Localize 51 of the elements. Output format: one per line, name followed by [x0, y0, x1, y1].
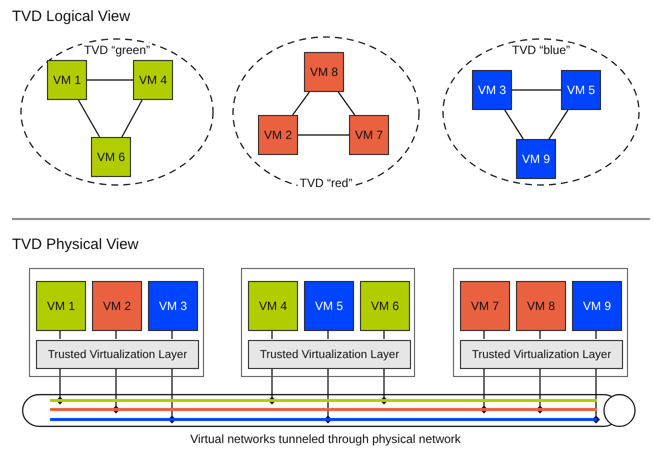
connector-line [168, 368, 176, 424]
vm-box: VM 3 [472, 70, 512, 110]
vm-box: VM 6 [91, 137, 131, 177]
host-box [453, 268, 628, 377]
connector-line [292, 92, 310, 116]
network-line [50, 399, 597, 402]
virtualization-layer-box: Trusted Virtualization Layer [248, 340, 411, 369]
vm-box: VM 8 [516, 281, 566, 331]
network-line [50, 408, 597, 411]
vm-box: VM 2 [258, 115, 298, 155]
vm-box: VM 1 [47, 60, 87, 100]
connector-line [512, 89, 561, 91]
connector-line [87, 79, 133, 81]
group-label: TVD “blue” [510, 43, 572, 57]
connector-line [504, 110, 524, 140]
vm-box: VM 5 [561, 70, 601, 110]
connector-line [112, 368, 120, 414]
vm-box: VM 9 [572, 281, 622, 331]
vm-box: VM 7 [349, 115, 389, 155]
vm-box: VM 8 [304, 52, 344, 92]
vm-box: VM 2 [92, 281, 142, 331]
virtualization-layer-box: Trusted Virtualization Layer [36, 340, 199, 369]
vm-box: VM 3 [148, 281, 198, 331]
host-box [241, 268, 415, 377]
vm-box: VM 9 [516, 139, 556, 179]
pipe-label: Virtual networks tunneled through physical network [188, 432, 463, 446]
network-line [50, 418, 597, 421]
connector-line [78, 100, 100, 138]
section-title: TVD Physical View [12, 236, 138, 253]
virtualization-layer-box: Trusted Virtualization Layer [460, 340, 623, 369]
connector-line [298, 134, 349, 136]
vm-box: VM 1 [36, 281, 86, 331]
connector-line [338, 92, 356, 116]
host-box [29, 268, 204, 377]
vm-box: VM 4 [133, 60, 173, 100]
connector-line [324, 368, 332, 424]
group-label: TVD “red” [298, 176, 354, 190]
group-label: TVD “green” [82, 43, 152, 57]
vm-box: VM 4 [248, 281, 298, 331]
vm-box: VM 5 [304, 281, 354, 331]
vm-box: VM 7 [460, 281, 510, 331]
connector-line [380, 368, 388, 404]
vm-box: VM 6 [360, 281, 410, 331]
connector-line [548, 110, 568, 140]
connector-line [536, 368, 544, 414]
connector-line [480, 368, 488, 414]
section-title: TVD Logical View [12, 8, 130, 25]
connector-line [592, 368, 600, 424]
connector-line [56, 368, 64, 404]
connector-line [121, 100, 143, 138]
connector-line [268, 368, 276, 404]
